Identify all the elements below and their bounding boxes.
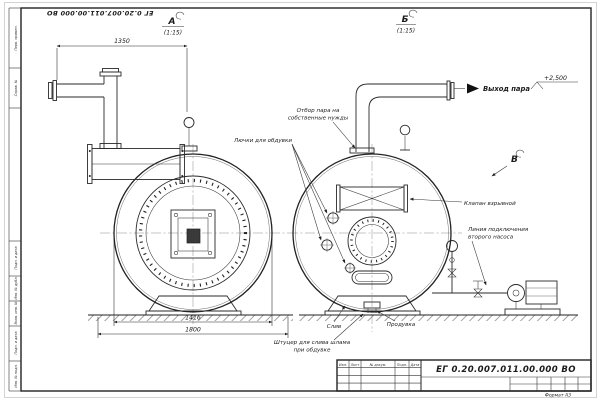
view-b-label: Б xyxy=(402,15,409,25)
level-mark-icon xyxy=(530,81,544,90)
stamp-vzam-inv: Взам. инв. № xyxy=(14,301,18,324)
explosion-valve-label: Клапан взрывной xyxy=(464,201,516,207)
steam-outlet-pipe xyxy=(349,80,465,154)
own-needs-line2: собственные нужды xyxy=(288,116,349,122)
sludge-line1: Штуцер для слива шлама xyxy=(274,340,351,346)
second-pump-line1: Линия подключения xyxy=(467,227,529,233)
pump-volute xyxy=(507,284,525,302)
col-podp: Подп. xyxy=(397,363,407,367)
annotation-sludge: Штуцер для слива шлама при обдувке xyxy=(274,313,364,354)
bottom-hatch xyxy=(351,270,393,285)
blow-hatch-fittings xyxy=(320,211,356,274)
rotated-view-symbol-icon xyxy=(175,11,185,20)
dimension-1416: 1416 xyxy=(113,238,273,326)
rotated-view-symbol-icon xyxy=(515,149,525,158)
burner-unit xyxy=(170,209,216,259)
view-b-boiler xyxy=(288,80,561,332)
economizer-block xyxy=(87,144,185,184)
steam-pipe-a xyxy=(48,68,122,149)
second-pump-line2: второго насоса xyxy=(468,235,514,241)
boiler-shell-a xyxy=(113,153,273,313)
annotation-own-needs: Отбор пара на собственные нужды xyxy=(288,108,356,149)
title-doc-number: ЕГ 0.20.007.011.00.000 ВО xyxy=(436,365,576,375)
boiler-shell-b xyxy=(292,153,452,313)
ground-line xyxy=(88,314,578,321)
stamp-podp-data-top: Подп. и дата xyxy=(14,246,18,269)
annotation-steam-outlet: Выход пара xyxy=(467,83,530,94)
blow-hatches-label: Лючки для обдувки xyxy=(233,138,292,144)
sludge-line2: при обдувке xyxy=(294,348,331,354)
format-note: Формат А3 xyxy=(545,393,571,399)
annotation-explosion-valve: Клапан взрывной xyxy=(409,197,516,207)
col-izm: Изм. xyxy=(339,363,347,367)
blowdown-label: Продувка xyxy=(387,322,416,328)
annotation-elevation: +2,500 xyxy=(530,75,578,90)
stamp-perv-primen: Перв. примен. xyxy=(14,25,18,50)
dimension-1350: 1350 xyxy=(56,38,188,112)
annotation-blowdown: Продувка xyxy=(376,310,416,328)
col-data: Дата xyxy=(410,363,420,367)
view-v-label: В xyxy=(511,155,518,165)
flipped-doc-number: ЕГ 0.20.007.011.00.000 ВО xyxy=(46,9,153,17)
col-list: Лист xyxy=(350,363,361,367)
valve-icon xyxy=(473,288,483,298)
dim-1416-text: 1416 xyxy=(185,315,201,322)
margin-stamp-column: Перв. примен. Справ. № Подп. и дата Инв.… xyxy=(8,7,21,392)
manhole xyxy=(347,216,397,266)
dimension-1800: 1800 xyxy=(97,317,289,338)
stamp-sprav-no: Справ. № xyxy=(14,79,18,96)
view-a-label: А xyxy=(168,17,176,27)
blowdown-stub xyxy=(363,301,381,313)
annotation-blow-hatches: Лючки для обдувки xyxy=(233,138,346,264)
door-bolt-ring xyxy=(138,178,248,288)
flow-arrow-icon xyxy=(467,83,479,94)
elevation-text: +2,500 xyxy=(544,75,567,82)
explosion-valve xyxy=(336,184,408,213)
pump-motor xyxy=(525,280,558,305)
view-b-scale: (1:15) xyxy=(397,28,415,35)
stamp-podp-data-bottom: Подп. и дата xyxy=(14,331,18,354)
annotation-view-v: В xyxy=(491,149,525,177)
valve-icon xyxy=(447,268,457,278)
rotated-view-symbol-icon xyxy=(408,9,418,18)
front-door xyxy=(135,175,251,291)
steam-outlet-label: Выход пара xyxy=(483,85,530,93)
view-a-boiler xyxy=(48,68,288,330)
pressure-gauge-a xyxy=(181,117,198,152)
feed-pump-assembly xyxy=(432,240,561,316)
stamp-inv-podl: Инв. № подл. xyxy=(14,364,18,387)
dim-1800-text: 1800 xyxy=(185,327,201,334)
title-block: Изм. Лист № докум. Подп. Дата ЕГ 0.20.00… xyxy=(336,359,592,392)
view-b-title: Б (1:15) xyxy=(396,9,418,35)
pressure-gauge-b xyxy=(399,124,411,151)
drain-label: Слив xyxy=(327,324,341,330)
col-doc: № докум. xyxy=(369,363,387,367)
view-a-scale: (1:15) xyxy=(164,30,182,37)
stand-gauge xyxy=(446,240,458,252)
own-needs-line1: Отбор пара на xyxy=(297,108,340,114)
sheet-frame xyxy=(4,2,597,398)
annotation-second-pump: Линия подключения второго насоса xyxy=(467,227,529,286)
stamp-inv-dubl: Инв. № дубл. xyxy=(14,276,18,299)
view-a-title: А (1:15) xyxy=(162,11,185,37)
dim-1350-text: 1350 xyxy=(114,38,130,45)
annotation-drain: Слив xyxy=(327,305,346,330)
